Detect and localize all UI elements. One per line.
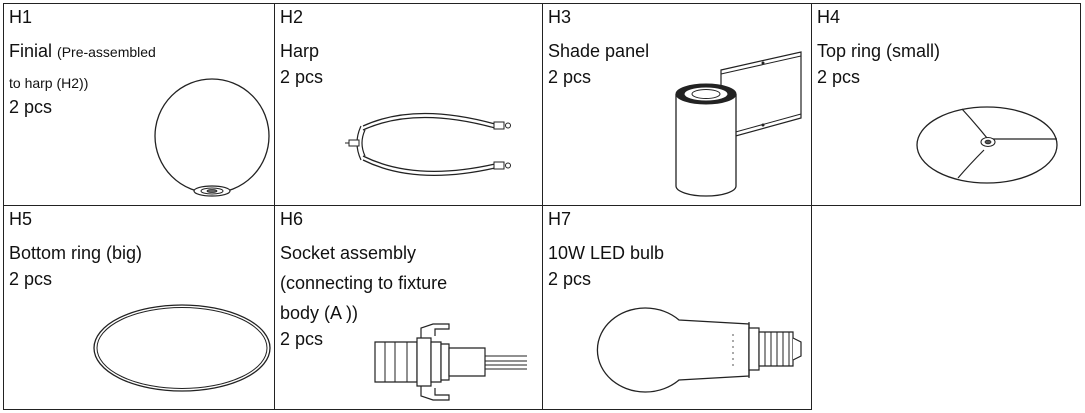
part-name: Shade panel [548, 41, 650, 61]
part-code: H2 [280, 7, 304, 27]
part-cell-h5: H5 Bottom ring (big) 2 pcs [3, 205, 275, 410]
part-note-line-1: (Pre-assembled [57, 44, 156, 60]
part-quantity: 2 pcs [817, 67, 861, 87]
part-code: H3 [548, 7, 572, 27]
part-quantity: 2 pcs [280, 329, 324, 349]
part-cell-h6: H6 Socket assembly (connecting to fixtur… [274, 205, 543, 410]
part-quantity: 2 pcs [9, 97, 53, 117]
led-bulb-icon [609, 294, 807, 404]
part-code: H5 [9, 209, 33, 229]
part-cell-h3: H3 Shade panel 2 pcs [542, 3, 812, 206]
shade-panel-icon [671, 34, 806, 199]
socket-assembly-icon [371, 322, 531, 404]
part-name-line-3: body (A )) [280, 303, 359, 323]
part-name: Socket assembly (connecting to fixture b… [280, 238, 447, 328]
part-code: H6 [280, 209, 304, 229]
harp-icon [345, 104, 520, 189]
part-name: Bottom ring (big) [9, 243, 143, 263]
part-cell-h1: H1 Finial (Pre-assembled to harp (H2)) 2… [3, 3, 275, 206]
part-code: H1 [9, 7, 33, 27]
bottom-ring-icon [92, 302, 272, 394]
part-quantity: 2 pcs [548, 67, 592, 87]
part-quantity: 2 pcs [548, 269, 592, 289]
part-name-text: Finial [9, 41, 53, 61]
part-cell-h7: H7 10W LED bulb 2 pcs [542, 205, 812, 410]
part-name: Finial (Pre-assembled to harp (H2)) [9, 36, 156, 98]
part-code: H7 [548, 209, 572, 229]
part-name-line-1: Socket assembly [280, 243, 417, 263]
finial-sphere-icon [152, 84, 272, 199]
part-cell-h4: H4 Top ring (small) 2 pcs [811, 3, 1081, 206]
part-quantity: 2 pcs [280, 67, 324, 87]
part-code: H4 [817, 7, 841, 27]
part-name: Top ring (small) [817, 41, 941, 61]
part-name: 10W LED bulb [548, 243, 665, 263]
part-note-line-2: to harp (H2)) [9, 75, 89, 91]
part-name-line-2: (connecting to fixture [280, 273, 448, 293]
part-quantity: 2 pcs [9, 269, 53, 289]
top-ring-icon [914, 104, 1060, 186]
part-name: Harp [280, 41, 320, 61]
part-cell-h2: H2 Harp 2 pcs [274, 3, 543, 206]
